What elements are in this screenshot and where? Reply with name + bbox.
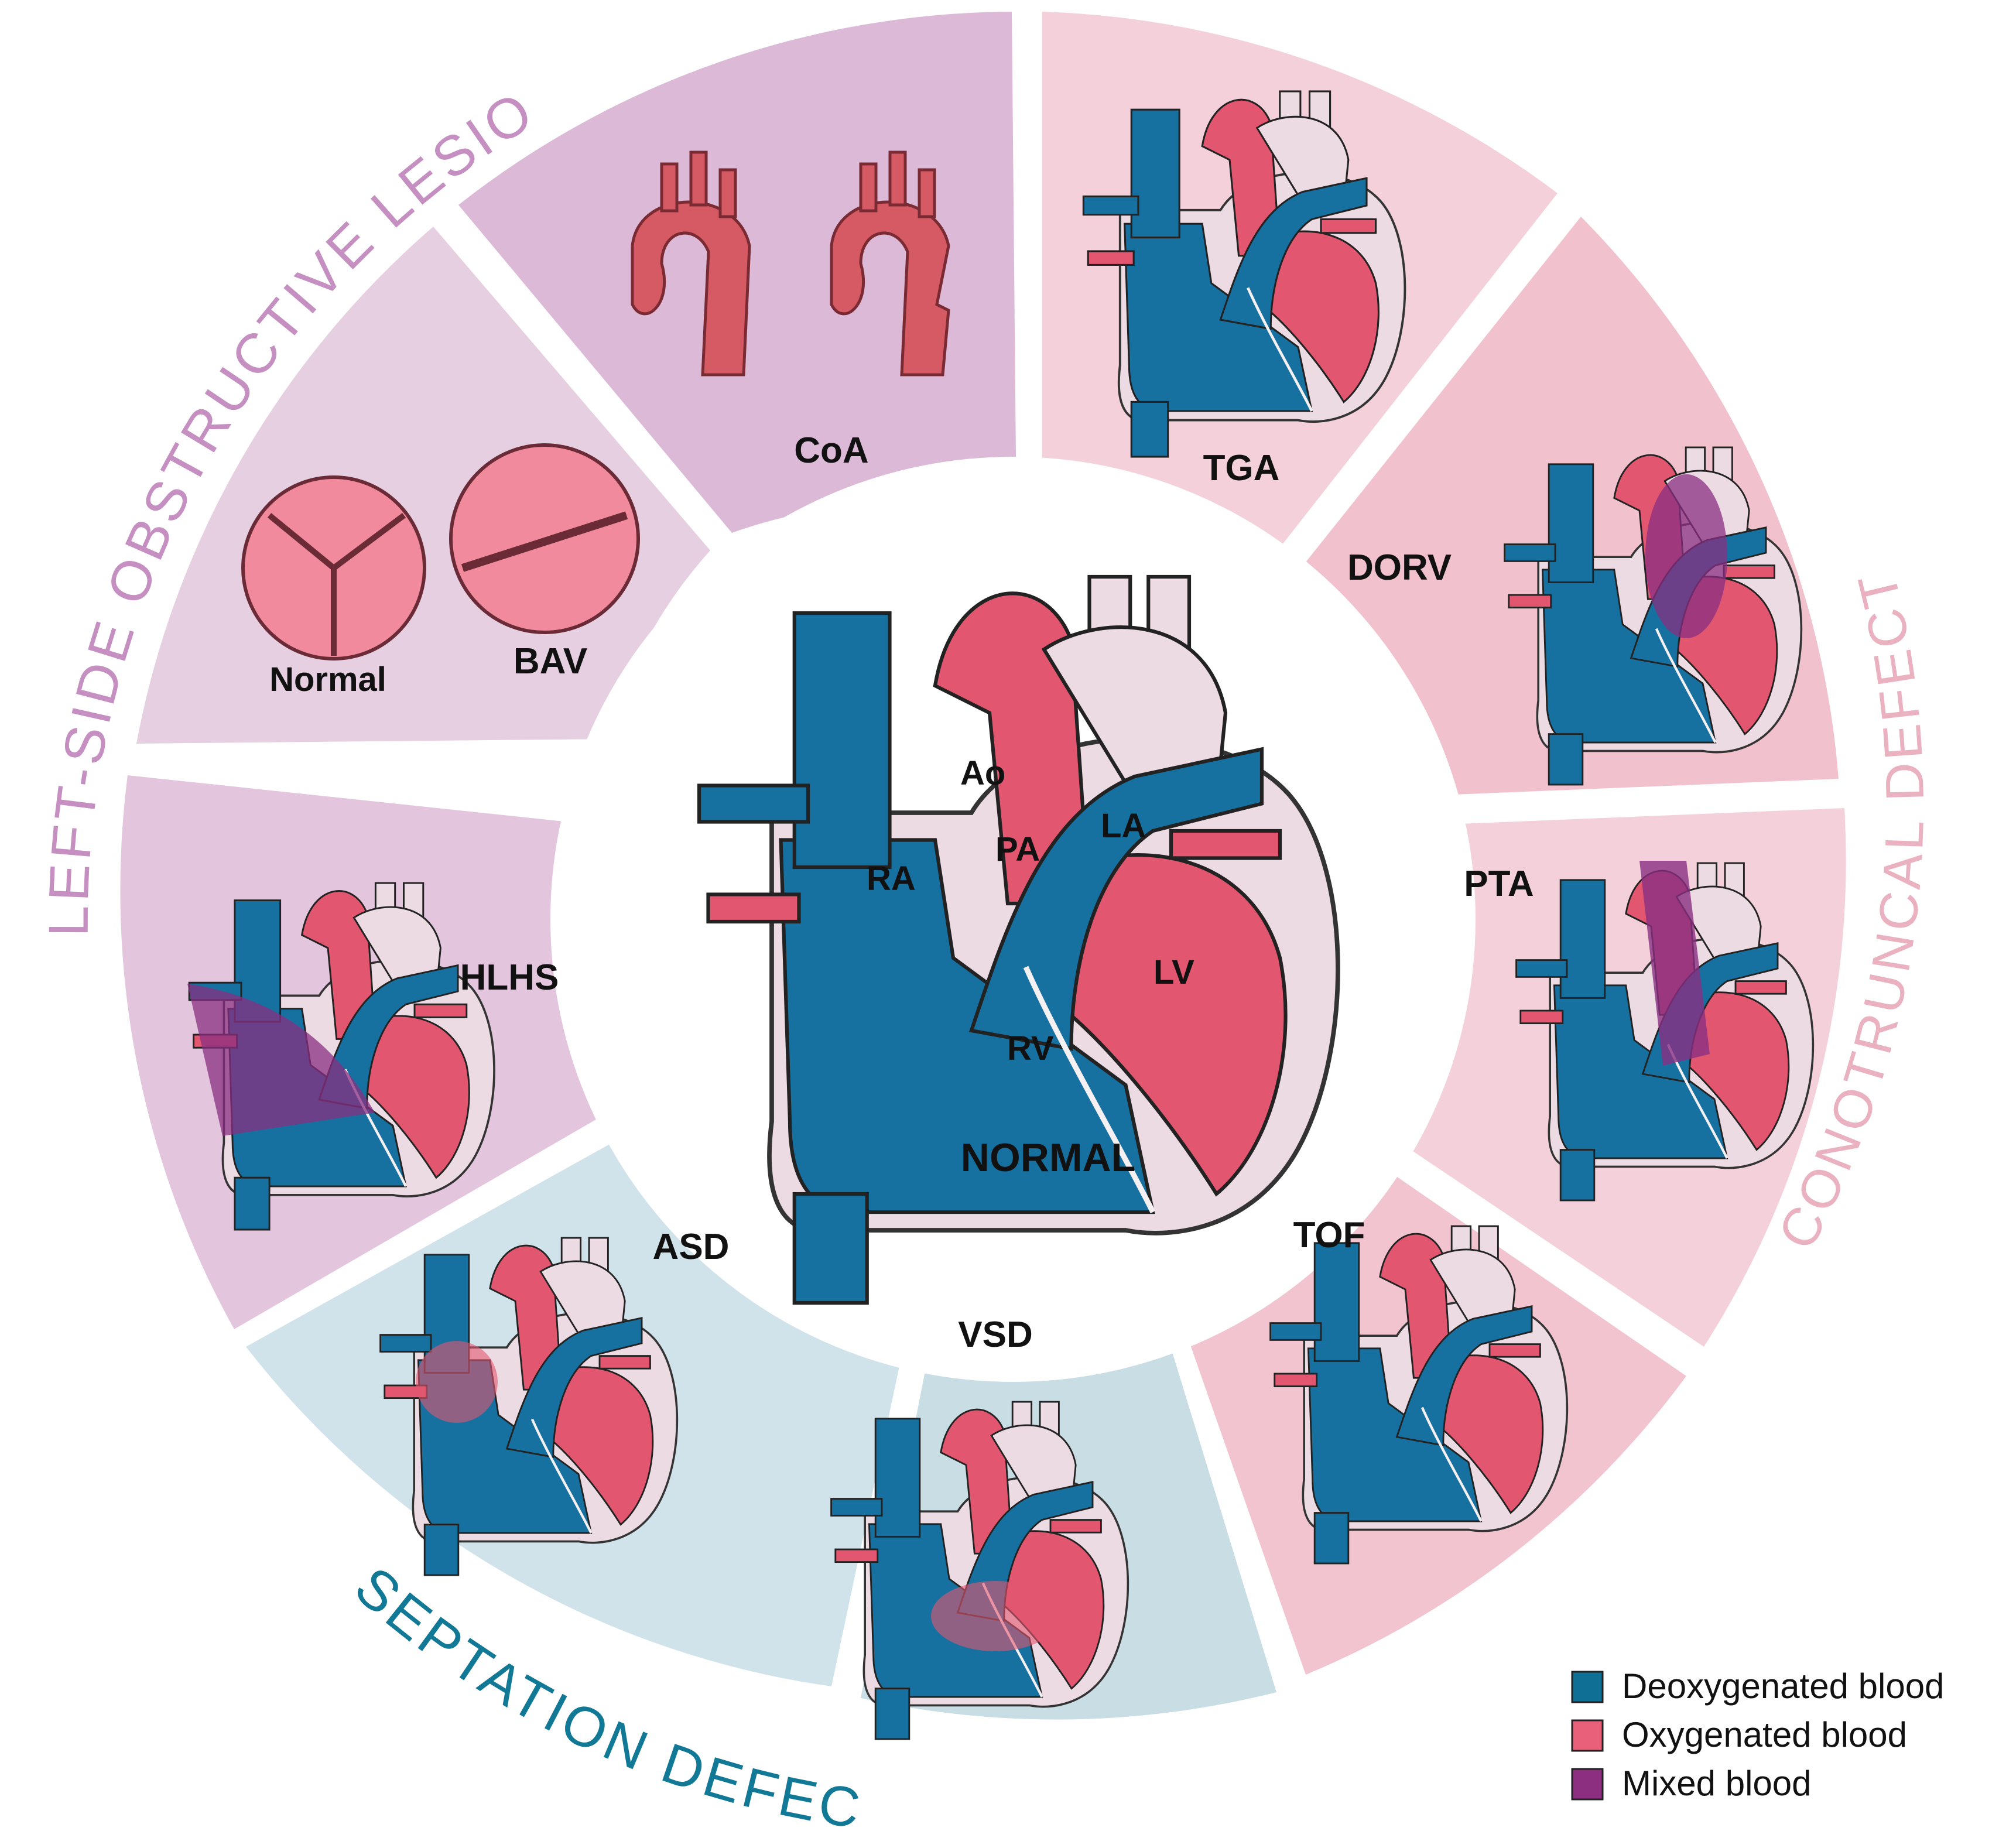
chamber-label-lv: LV: [1153, 953, 1194, 991]
legend-swatch-oxygenated: [1571, 1719, 1604, 1752]
label-pta: PTA: [1464, 864, 1534, 904]
vsd-shunt: [931, 1581, 1060, 1651]
chamber-label-ra: RA: [867, 860, 916, 898]
coa-illustration: [631, 150, 950, 377]
dorv-mixing: [1645, 474, 1727, 638]
chamber-label-rv: RV: [1007, 1029, 1054, 1067]
pta-trunk: [1639, 861, 1710, 1066]
label-tga: TGA: [1203, 448, 1280, 488]
legend-swatch-deoxygenated: [1571, 1671, 1604, 1703]
bav-illustration: [241, 443, 640, 661]
chamber-label-ao: Ao: [960, 754, 1005, 792]
legend-swatch-mixed: [1571, 1768, 1604, 1801]
legend: Deoxygenated blood Oxygenated blood Mixe…: [1571, 1666, 1944, 1803]
chamber-label-pa: PA: [995, 830, 1040, 868]
hlhs-mixing: [187, 984, 375, 1136]
center-title: NORMAL: [961, 1135, 1135, 1180]
asd-shunt: [416, 1341, 498, 1423]
legend-label-mixed: Mixed blood: [1622, 1764, 1812, 1803]
label-asd: ASD: [653, 1227, 730, 1267]
label-valve-normal: Normal: [269, 661, 386, 699]
label-hlhs: HLHS: [460, 957, 559, 998]
legend-label-oxygenated: Oxygenated blood: [1622, 1715, 1907, 1754]
chamber-label-la: LA: [1101, 807, 1146, 845]
label-vsd: VSD: [958, 1315, 1032, 1355]
label-bav: BAV: [514, 641, 587, 682]
label-dorv: DORV: [1347, 547, 1452, 588]
label-coa: CoA: [794, 430, 868, 471]
legend-label-deoxygenated: Deoxygenated blood: [1622, 1666, 1944, 1706]
label-tof: TOF: [1293, 1215, 1365, 1255]
